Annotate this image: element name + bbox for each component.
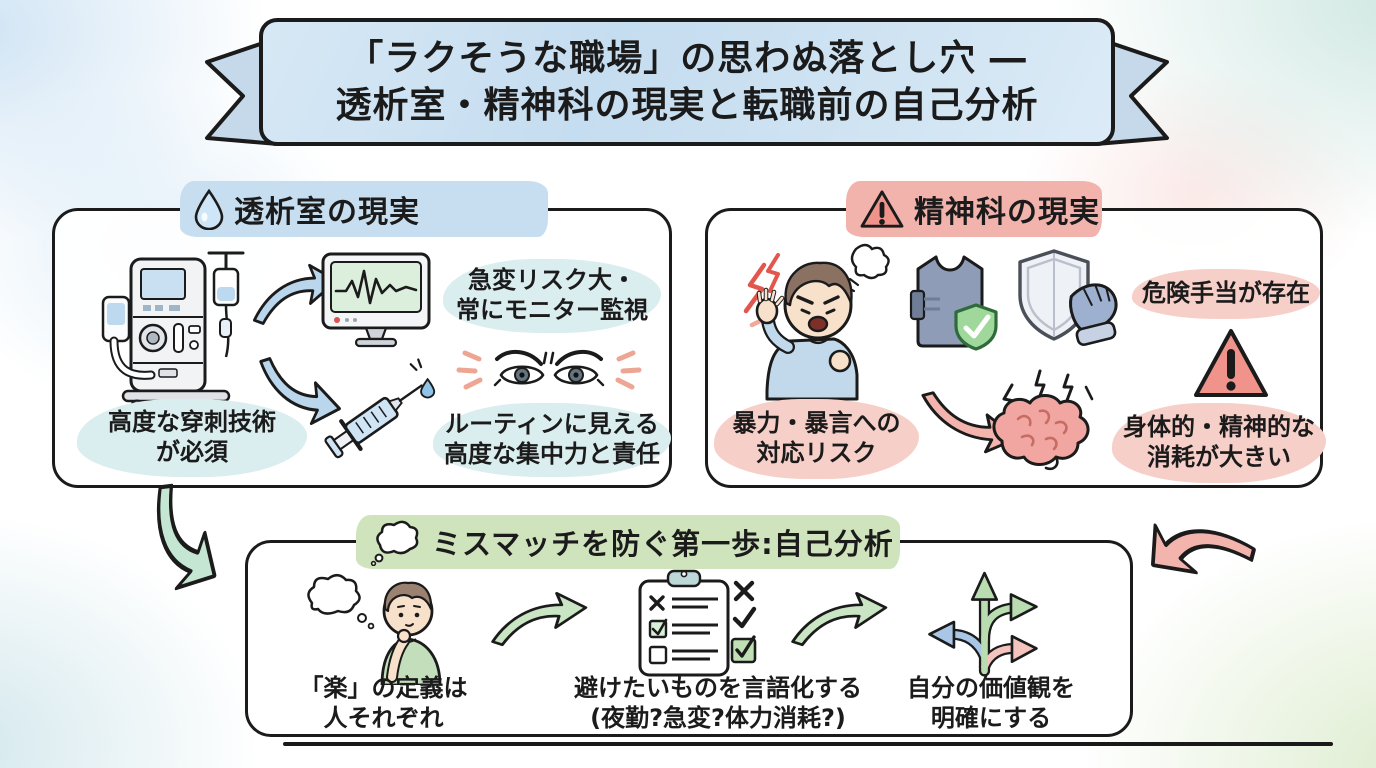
exhaustion-label-line1: 身体的・精神的な — [1123, 413, 1315, 442]
water-drop-icon — [194, 188, 224, 230]
dialysis-section: 透析室の現実 — [52, 181, 672, 488]
focus-label-line1: ルーティンに見える — [445, 410, 659, 439]
dialysis-monitor-label: 急変リスク大・ 常にモニター監視 — [443, 259, 661, 333]
psychiatry-header: 精神科の現実 — [838, 181, 1112, 243]
connector-arrow-right — [1129, 478, 1263, 611]
violence-label-line1: 暴力・暴言への — [732, 409, 901, 438]
analysis-header-label: ミスマッチを防ぐ第一歩:自己分析 — [432, 527, 894, 561]
dialysis-focus-label: ルーティンに見える 高度な集中力と責任 — [433, 403, 671, 477]
exhaustion-label: 身体的・精神的な 消耗が大きい — [1112, 403, 1326, 483]
title-ribbon: 「ラクそうな職場」の思わぬ落とし穴 ― 透析室・精神科の現実と転職前の自己分析 — [259, 18, 1115, 146]
branching-arrows-illustration — [928, 571, 1038, 677]
analysis-step3-label: 自分の価値観を 明確にする — [896, 674, 1086, 733]
title-line-2: 透析室・精神科の現実と転職前の自己分析 — [335, 84, 1039, 126]
arrow-step1-step2 — [484, 588, 590, 647]
focus-label-line2: 高度な集中力と責任 — [444, 440, 660, 468]
dialysis-header-label: 透析室の現実 — [234, 195, 420, 230]
warning-triangle-icon — [860, 190, 904, 228]
agitated-patient-illustration — [743, 243, 890, 401]
step1-line2: 人それぞれ — [323, 704, 444, 732]
psychiatry-header-label: 精神科の現実 — [914, 195, 1100, 230]
monitor-label-line1: 急変リスク大・ — [468, 266, 636, 295]
dialysis-header: 透析室の現実 — [172, 181, 558, 243]
allowance-label-text: 危険手当が存在 — [1142, 279, 1310, 308]
exhaustion-label-line2: 消耗が大きい — [1147, 443, 1291, 471]
step2-line1: 避けたいものを言語化する — [574, 674, 862, 703]
step3-line1: 自分の価値観を — [907, 674, 1075, 703]
machine-label-line1: 高度な穿刺技術 — [108, 408, 276, 437]
step1-line1: 「楽」の定義は — [299, 674, 468, 703]
bottom-divider-line — [283, 742, 1333, 746]
analysis-step2-label: 避けたいものを言語化する (夜勤?急変?体力消耗?) — [544, 674, 892, 733]
step2-line2: (夜勤?急変?体力消耗?) — [590, 704, 846, 732]
analysis-step1-label: 「楽」の定義は 人それぞれ — [286, 674, 481, 733]
connector-arrow-left — [113, 478, 245, 608]
title-banner: 「ラクそうな職場」の思わぬ落とし穴 ― 透析室・精神科の現実と転職前の自己分析 — [203, 16, 1171, 152]
monitor-label-line2: 常にモニター監視 — [456, 296, 648, 324]
psychiatry-section: 精神科の現実 暴力・暴言への 対応リスク — [705, 181, 1326, 488]
arrow-step2-step3 — [784, 588, 890, 647]
checklist-clipboard-illustration — [638, 569, 757, 677]
step3-line2: 明確にする — [930, 704, 1052, 732]
focused-eyes-illustration — [456, 350, 642, 390]
protective-vest-illustration — [909, 255, 998, 351]
shield-glove-illustration — [1018, 249, 1118, 347]
brain-illustration — [992, 369, 1094, 471]
dialysis-machine-label: 高度な穿刺技術 が必須 — [77, 399, 307, 477]
machine-label-line2: が必須 — [156, 438, 228, 466]
title-line-1: 「ラクそうな職場」の思わぬ落とし穴 ― — [347, 37, 1027, 79]
thinking-nurse-illustration — [307, 574, 442, 685]
analysis-header: ミスマッチを防ぐ第一歩:自己分析 — [348, 515, 910, 575]
dialysis-machine-illustration — [101, 251, 245, 413]
violence-label-line2: 対応リスク — [756, 439, 877, 467]
exhaustion-warning-icon — [1194, 329, 1268, 397]
thought-bubble-icon — [370, 520, 419, 566]
violence-risk-label: 暴力・暴言への 対応リスク — [714, 399, 919, 479]
vital-monitor-illustration — [321, 252, 431, 348]
analysis-section: ミスマッチを防ぐ第一歩:自己分析 「楽」の定義は 人それぞれ — [245, 515, 1133, 737]
allowance-label: 危険手当が存在 — [1132, 269, 1320, 319]
syringe-illustration — [324, 358, 436, 459]
